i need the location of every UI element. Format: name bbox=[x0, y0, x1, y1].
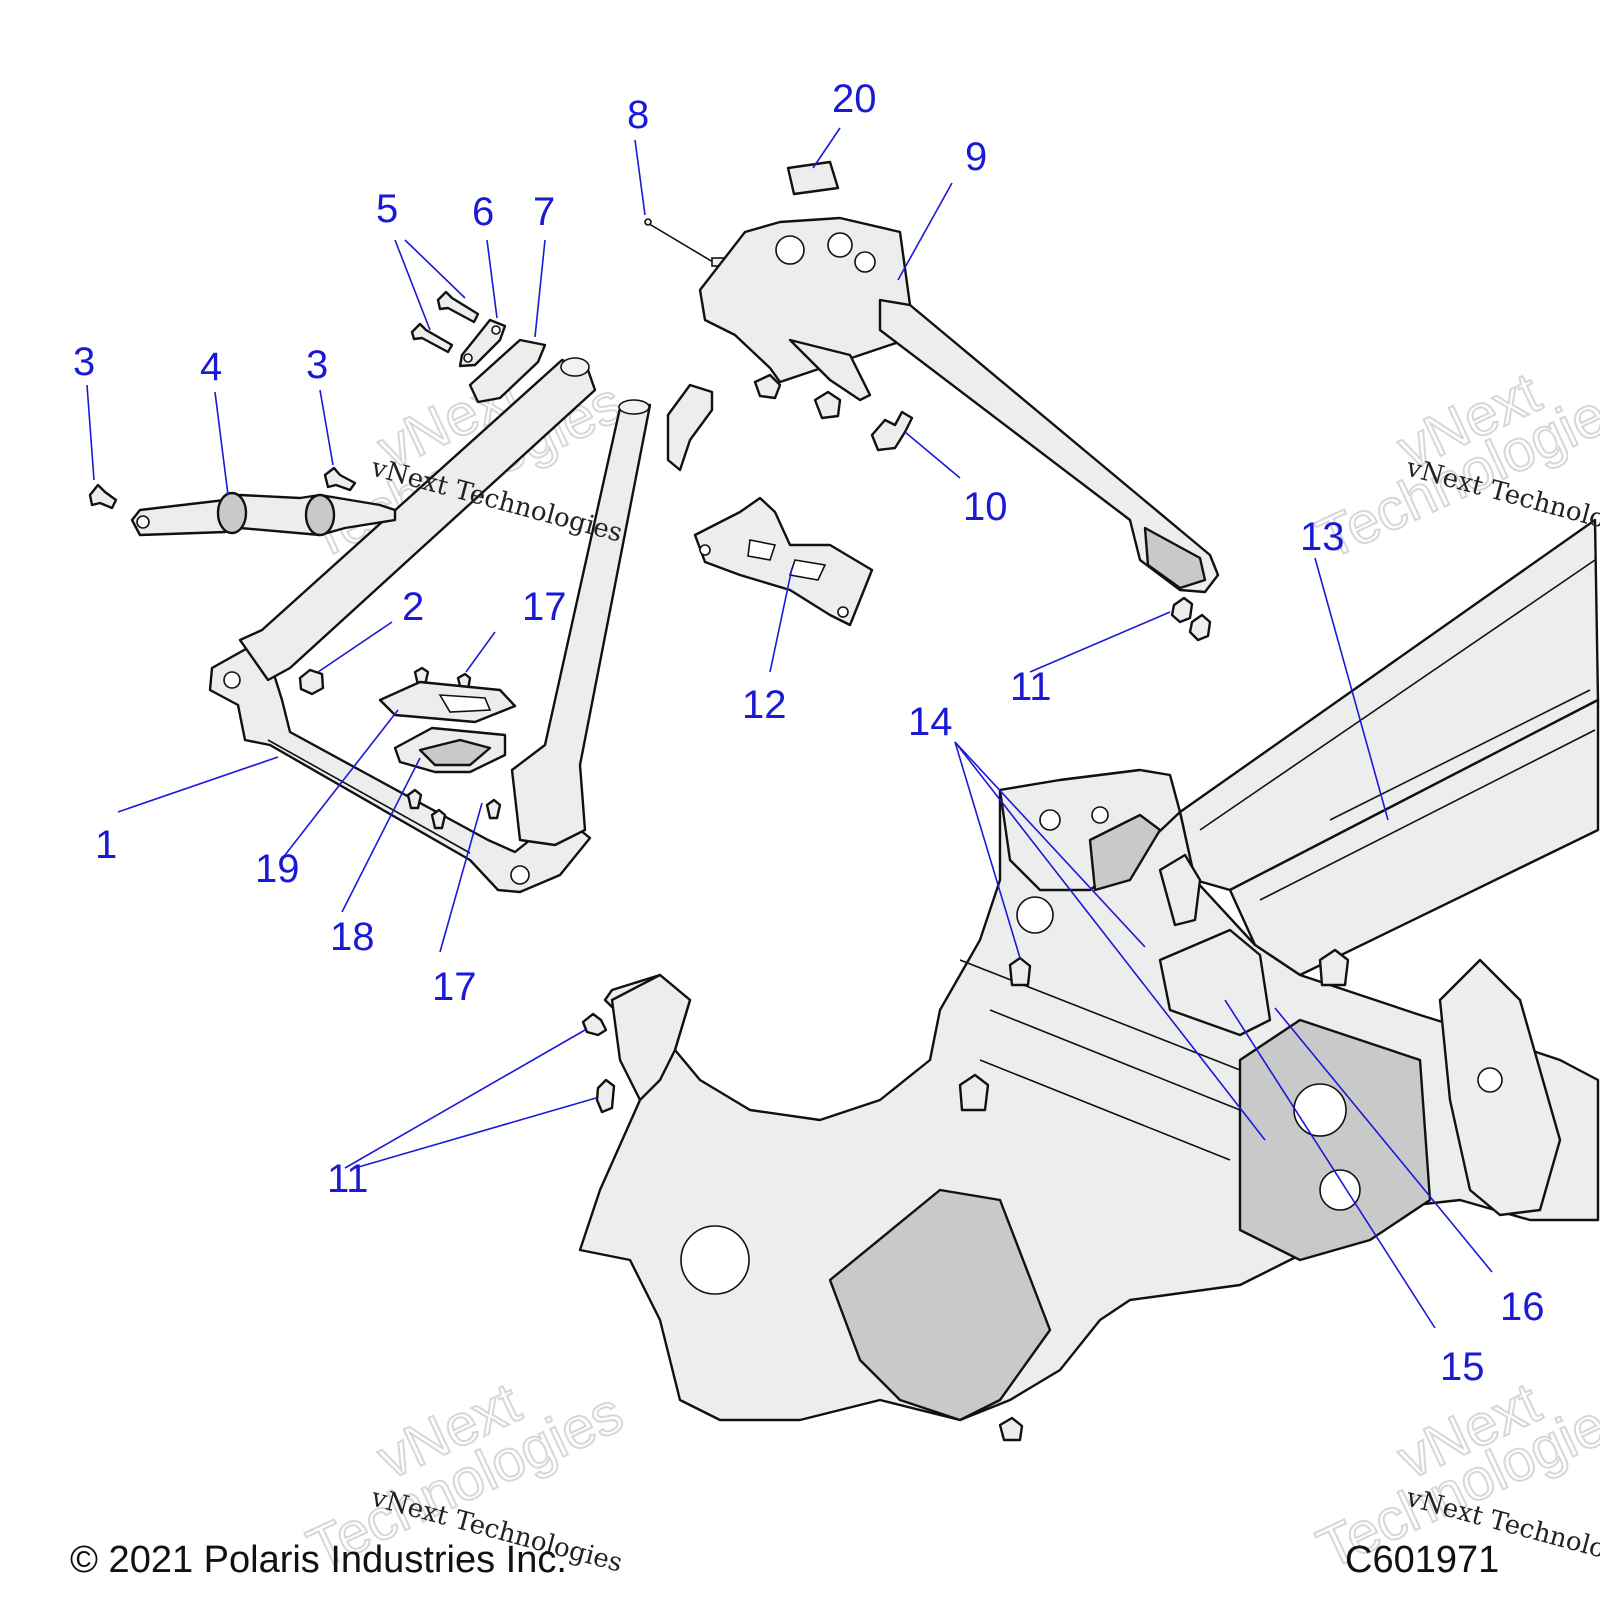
figure-id: C601971 bbox=[1345, 1539, 1499, 1581]
callout-2: 2 bbox=[402, 585, 424, 629]
callout-13: 13 bbox=[1300, 515, 1345, 559]
callout-11: 11 bbox=[327, 1157, 369, 1201]
callout-12: 12 bbox=[742, 683, 787, 727]
callout-15: 15 bbox=[1440, 1345, 1485, 1389]
callout-11: 11 bbox=[1010, 665, 1052, 709]
part-11-bolts-upper bbox=[1170, 596, 1212, 642]
part-2-nut bbox=[298, 668, 325, 696]
part-6-link bbox=[458, 318, 507, 368]
callout-6: 6 bbox=[472, 190, 494, 234]
chassis-main bbox=[578, 768, 1600, 1442]
part-13-tunnel bbox=[1178, 518, 1600, 977]
callout-4: 4 bbox=[200, 345, 222, 389]
part-1-right-tube bbox=[510, 399, 652, 847]
callouts: 1 2 3 4 3 5 6 7 8 20 9 10 11 12 13 14 15… bbox=[73, 77, 1545, 1389]
part-3-bolt-left bbox=[88, 483, 118, 510]
callout-16: 16 bbox=[1500, 1285, 1545, 1329]
part-17-bolts bbox=[406, 666, 502, 830]
callout-14: 14 bbox=[908, 700, 953, 744]
callout-20: 20 bbox=[832, 77, 877, 121]
callout-10: 10 bbox=[963, 485, 1008, 529]
callout-5: 5 bbox=[376, 187, 398, 231]
leader-lines bbox=[86, 127, 1493, 1329]
part-12-plate bbox=[693, 496, 874, 627]
part-9-steering-column bbox=[698, 216, 1220, 594]
callout-17: 17 bbox=[522, 585, 567, 629]
copyright-text: © 2021 Polaris Industries Inc. bbox=[70, 1539, 567, 1581]
callout-3: 3 bbox=[73, 340, 95, 384]
callout-3: 3 bbox=[306, 343, 328, 387]
part-11-bolts-lower bbox=[581, 1012, 616, 1114]
chassis-front-bulkhead bbox=[610, 973, 692, 1102]
callout-8: 8 bbox=[627, 93, 649, 137]
part-18-mount bbox=[393, 726, 507, 774]
chassis-upper-tower bbox=[998, 768, 1202, 927]
callout-19: 19 bbox=[255, 847, 300, 891]
part-19-gasket bbox=[378, 680, 517, 724]
part-1-front-frame bbox=[208, 638, 592, 894]
part-5-bolts bbox=[410, 290, 480, 354]
callout-18: 18 bbox=[330, 915, 375, 959]
part-1-left-tube bbox=[238, 357, 597, 682]
tube-clamp bbox=[666, 383, 714, 472]
part-7-bracket bbox=[468, 338, 547, 404]
part-10-clamp bbox=[753, 373, 914, 452]
part-8-cable bbox=[644, 218, 725, 267]
callout-9: 9 bbox=[965, 135, 987, 179]
callout-1: 1 bbox=[95, 823, 117, 867]
part-3-bolt-right bbox=[323, 466, 357, 492]
part-4-damper bbox=[130, 491, 397, 537]
callout-17: 17 bbox=[432, 965, 477, 1009]
callout-7: 7 bbox=[533, 190, 555, 234]
